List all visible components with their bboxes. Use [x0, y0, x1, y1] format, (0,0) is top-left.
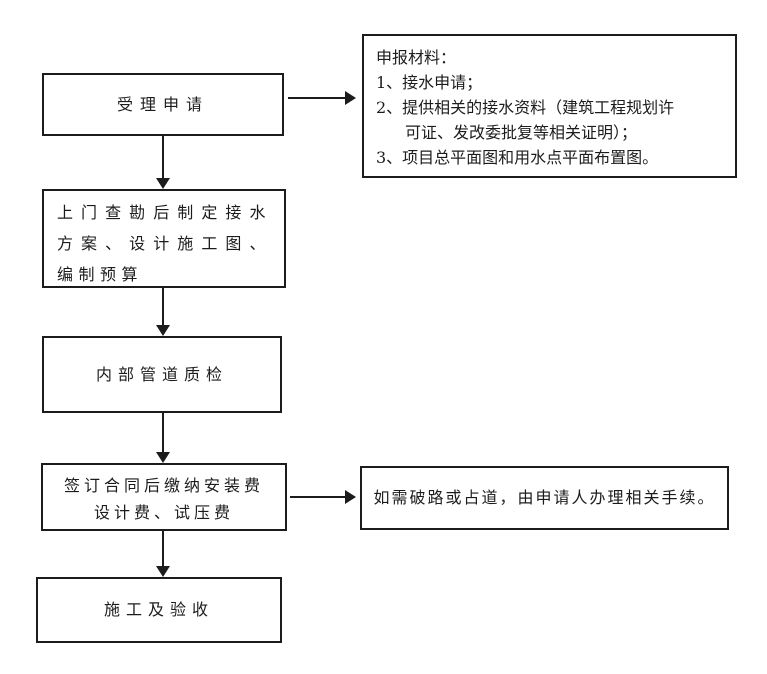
arrowhead-right-icon [345, 91, 356, 105]
arrow-step1-to-materials-box [288, 91, 356, 105]
materials-item-2-continued: 可证、发改委批复等相关证明）； [405, 123, 638, 142]
arrow-shaft [162, 413, 164, 453]
arrow-step4-to-step5 [156, 531, 170, 577]
arrow-shaft [288, 97, 346, 99]
arrow-step2-to-step3 [156, 288, 170, 336]
arrow-shaft [162, 531, 164, 567]
flow-step-label: 上门查勘后制定接水方案、设计施工图、编制预算 [57, 203, 271, 284]
arrow-shaft [290, 496, 346, 498]
arrow-step1-to-step2 [156, 136, 170, 189]
flow-step-sign-contract-pay-fees: 签订合同后缴纳安装费 设计费、试压费 [41, 463, 287, 531]
arrowhead-right-icon [345, 490, 356, 504]
flow-step-label: 受理申请 [116, 94, 209, 114]
materials-item-1: 1、接水申请； [376, 73, 483, 92]
flow-step-label-line-1: 签订合同后缴纳安装费 [63, 476, 264, 495]
flow-step-construction-acceptance: 施工及验收 [36, 577, 282, 643]
arrowhead-down-icon [156, 566, 170, 577]
flow-step-label: 内部管道质检 [95, 364, 228, 384]
flow-step-label-line-2: 设计费、试压费 [93, 503, 234, 522]
arrowhead-down-icon [156, 178, 170, 189]
arrow-shaft [162, 288, 164, 326]
arrow-step3-to-step4 [156, 413, 170, 463]
note-text: 如需破路或占道，由申请人办理相关手续。 [373, 488, 716, 508]
flow-step-accept-application: 受理申请 [42, 73, 284, 136]
materials-annotation-box: 申报材料： 1、接水申请； 2、提供相关的接水资料（建筑工程规划许 可证、发改委… [362, 34, 737, 178]
materials-item-3: 3、项目总平面图和用水点平面布置图。 [376, 148, 659, 167]
road-permit-note-box: 如需破路或占道，由申请人办理相关手续。 [360, 466, 729, 530]
arrowhead-down-icon [156, 325, 170, 336]
materials-item-2: 2、提供相关的接水资料（建筑工程规划许 [376, 98, 675, 117]
arrow-step4-to-note-box [290, 490, 356, 504]
arrow-shaft [162, 136, 164, 179]
materials-title: 申报材料： [376, 48, 457, 67]
arrowhead-down-icon [156, 452, 170, 463]
flow-step-label: 施工及验收 [103, 600, 214, 620]
flow-step-site-survey-plan: 上门查勘后制定接水方案、设计施工图、编制预算 [42, 189, 286, 288]
flow-step-internal-pipe-inspection: 内部管道质检 [42, 336, 282, 413]
